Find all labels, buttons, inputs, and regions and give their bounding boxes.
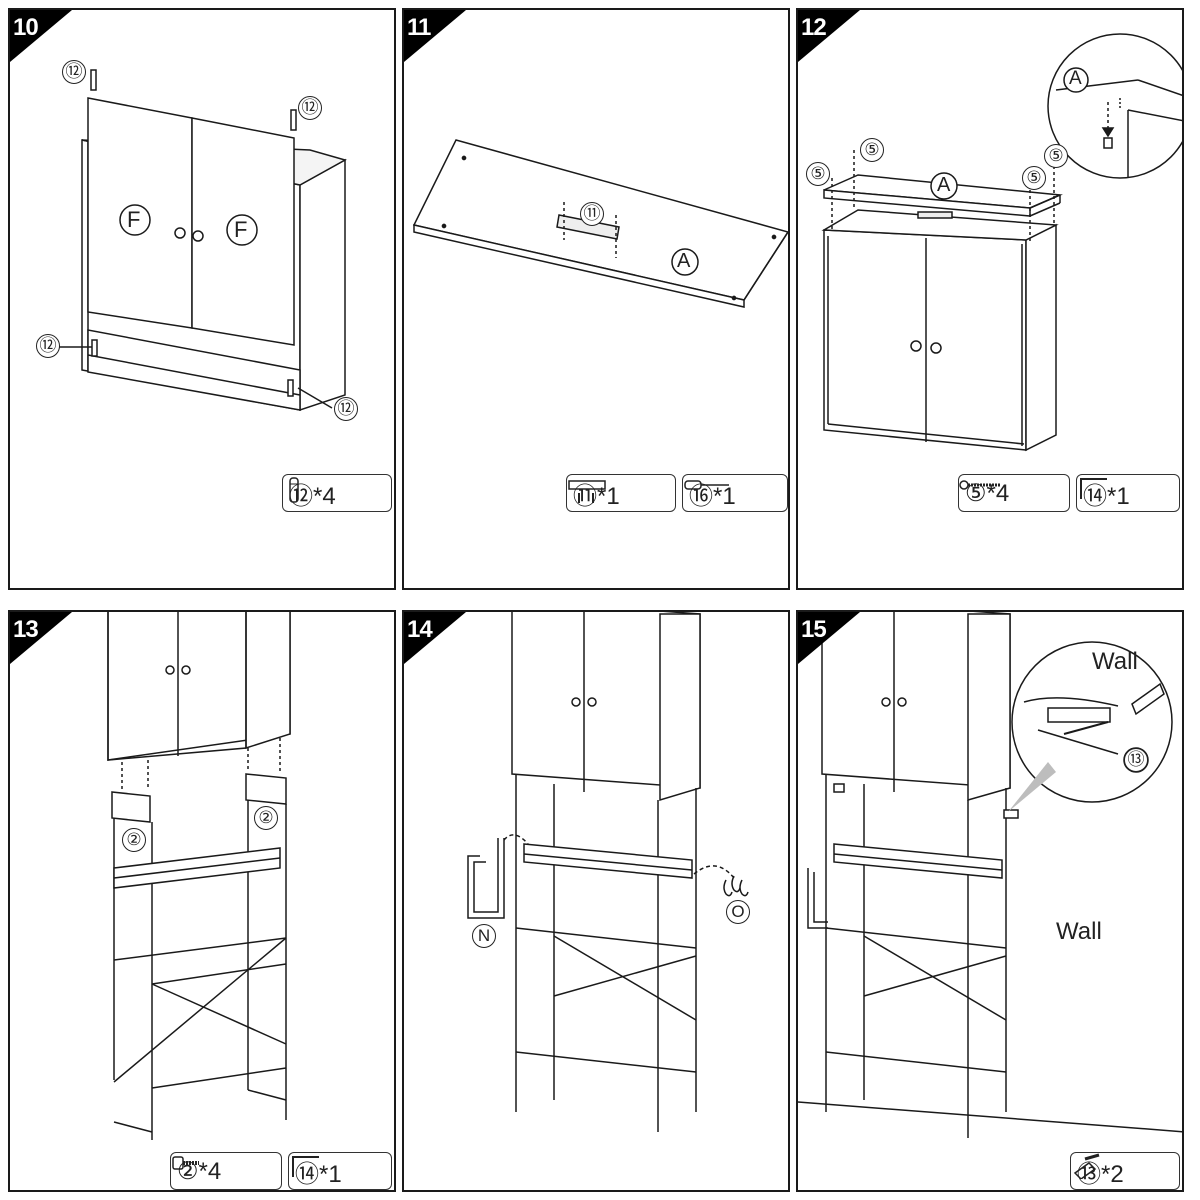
wall-label: Wall: [1056, 918, 1102, 945]
step-badge: [404, 10, 466, 62]
step-number: 14: [407, 616, 433, 643]
wall-label: Wall: [1092, 648, 1138, 675]
hook-letter-o: O: [726, 900, 750, 924]
parts-box: ②*4: [170, 1152, 282, 1190]
hook-letter-n: N: [472, 924, 496, 948]
zoom-letter-a: A: [1069, 68, 1082, 89]
step-badge: [10, 612, 72, 664]
callout-part-2: ②: [254, 806, 278, 830]
cabinet-doors-illustration: [58, 69, 347, 412]
wall-anchor-illustration: [798, 612, 1182, 1138]
cabinet-top-illustration: [821, 33, 1182, 452]
step-15-panel: 15 ⑬ Wall Wall ⑬*2: [796, 610, 1184, 1192]
door-letter-f: F: [234, 217, 248, 242]
step-number: 13: [13, 616, 39, 643]
screwdriver-icon: [684, 480, 729, 490]
step-14-panel: 14 N O: [402, 610, 790, 1192]
bolt-icon: [172, 1156, 199, 1170]
instruction-grid: 10 ⑫ ⑫ ⑫ ⑫ F F ⑫*4: [8, 8, 1192, 1192]
step-badge: [798, 612, 860, 664]
panel-letter-a: A: [677, 250, 691, 272]
allen-key-icon: [292, 1156, 319, 1177]
callout-part-2: ②: [122, 828, 146, 852]
parts-box: ⑯*1: [682, 474, 788, 512]
part-count: ⑭*1: [1083, 482, 1130, 510]
callout-part-5: ⑤: [806, 162, 830, 186]
panel-letter-a: A: [937, 174, 951, 196]
frame-attach-illustration: [107, 612, 291, 1140]
part-count: ⑫*4: [289, 482, 336, 510]
step-number: 11: [407, 14, 431, 41]
step-number: 12: [801, 14, 827, 41]
callout-part-11: ⑪: [580, 202, 604, 226]
part-count: ⑬*2: [1077, 1160, 1124, 1188]
dowel-pin-icon: [289, 477, 299, 503]
step-10-panel: 10 ⑫ ⑫ ⑫ ⑫ F F ⑫*4: [8, 8, 396, 590]
parts-box: ⑬*2: [1070, 1152, 1180, 1190]
callout-part-13: ⑬: [1124, 748, 1148, 772]
part-count: ⑪*1: [573, 482, 620, 510]
parts-box: ⑫*4: [282, 474, 392, 512]
callout-part-5: ⑤: [1022, 166, 1046, 190]
door-letter-f: F: [127, 207, 141, 232]
callout-part-12: ⑫: [62, 60, 86, 84]
step-12-panel: 12 ⑤ ⑤ ⑤ ⑤ A A ⑤*4 ⑭*1: [796, 8, 1184, 590]
allen-key-icon: [1080, 478, 1107, 499]
callout-part-12: ⑫: [36, 334, 60, 358]
wall-anchor-icon: [1073, 1153, 1100, 1179]
parts-box: ⑪*1: [566, 474, 676, 512]
step-badge: [798, 10, 860, 62]
parts-box: ⑤*4: [958, 474, 1070, 512]
parts-box: ⑭*1: [1076, 474, 1180, 512]
step-13-panel: 13 ② ② ②*4 ⑭*1: [8, 610, 396, 1192]
step-11-panel: 11 ⑪ A ⑪*1 ⑯*1: [402, 8, 790, 590]
step-number: 10: [13, 14, 39, 41]
step-badge: [10, 10, 72, 62]
basket-hooks-illustration: [467, 612, 749, 1132]
step-number: 15: [801, 616, 827, 643]
callout-part-5: ⑤: [1044, 144, 1068, 168]
step-badge: [404, 612, 466, 664]
part-count: ⑯*1: [689, 482, 736, 510]
screw-icon: [959, 480, 1001, 490]
part-count: ⑭*1: [295, 1160, 342, 1188]
callout-part-12: ⑫: [334, 397, 358, 421]
callout-part-12: ⑫: [298, 96, 322, 120]
callout-part-5: ⑤: [860, 138, 884, 162]
hinge-plate-icon: [568, 480, 606, 503]
parts-box: ⑭*1: [288, 1152, 392, 1190]
